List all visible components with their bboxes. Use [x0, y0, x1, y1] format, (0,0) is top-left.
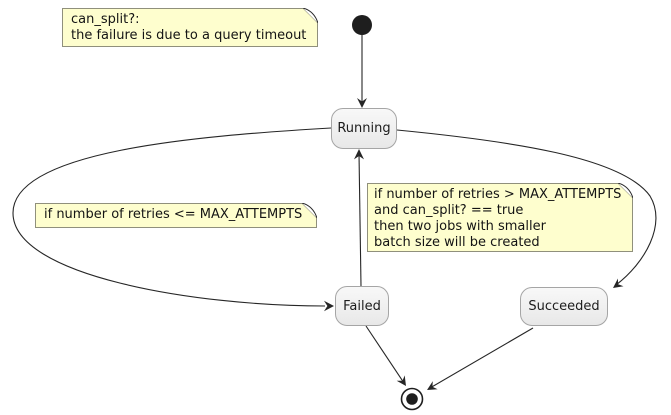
- state-succeeded: Succeeded: [520, 287, 608, 326]
- edge-running-to-failed: [12, 127, 332, 307]
- note-text-line: can_split?:: [71, 12, 140, 27]
- state-running-label: Running: [337, 121, 391, 136]
- note-text-line: if number of retries > MAX_ATTEMPTS: [374, 187, 622, 202]
- note-text-line: and can_split? == true: [374, 203, 524, 218]
- note-text-line: then two jobs with smaller: [374, 219, 546, 234]
- state-succeeded-label: Succeeded: [528, 299, 600, 314]
- edge-succeeded-to-final: [429, 327, 534, 389]
- initial-state-dot: [352, 15, 372, 35]
- arrowhead-failed-to-running: [354, 149, 364, 160]
- arrowhead-succeeded-to-final: [427, 381, 438, 390]
- note-fold-icon: [618, 183, 633, 198]
- note-text-line: if number of retries <= MAX_ATTEMPTS: [44, 207, 303, 222]
- note-retry: if number of retries <= MAX_ATTEMPTS: [35, 203, 317, 228]
- arrowhead-initial-to-running: [357, 98, 367, 108]
- arrowhead-running-to-failed: [324, 300, 334, 312]
- state-failed-label: Failed: [343, 298, 381, 314]
- final-state-dot: [406, 393, 418, 405]
- state-running: Running: [331, 108, 397, 149]
- note-text-line: the failure is due to a query timeout: [71, 28, 307, 43]
- note-fold-icon: [303, 8, 318, 23]
- state-failed: Failed: [335, 286, 389, 326]
- arrowhead-failed-to-final: [396, 375, 406, 386]
- edge-failed-to-running: [358, 152, 362, 287]
- note-fold-icon: [302, 203, 317, 218]
- edge-running-to-succeeded: [396, 129, 657, 286]
- note-text-line: batch size will be created: [374, 235, 540, 250]
- arrowhead-running-to-succeeded: [613, 278, 624, 288]
- note-can-split: can_split?: the failure is due to a quer…: [62, 8, 318, 47]
- note-split: if number of retries > MAX_ATTEMPTS and …: [367, 183, 633, 252]
- edge-failed-to-final: [365, 325, 405, 384]
